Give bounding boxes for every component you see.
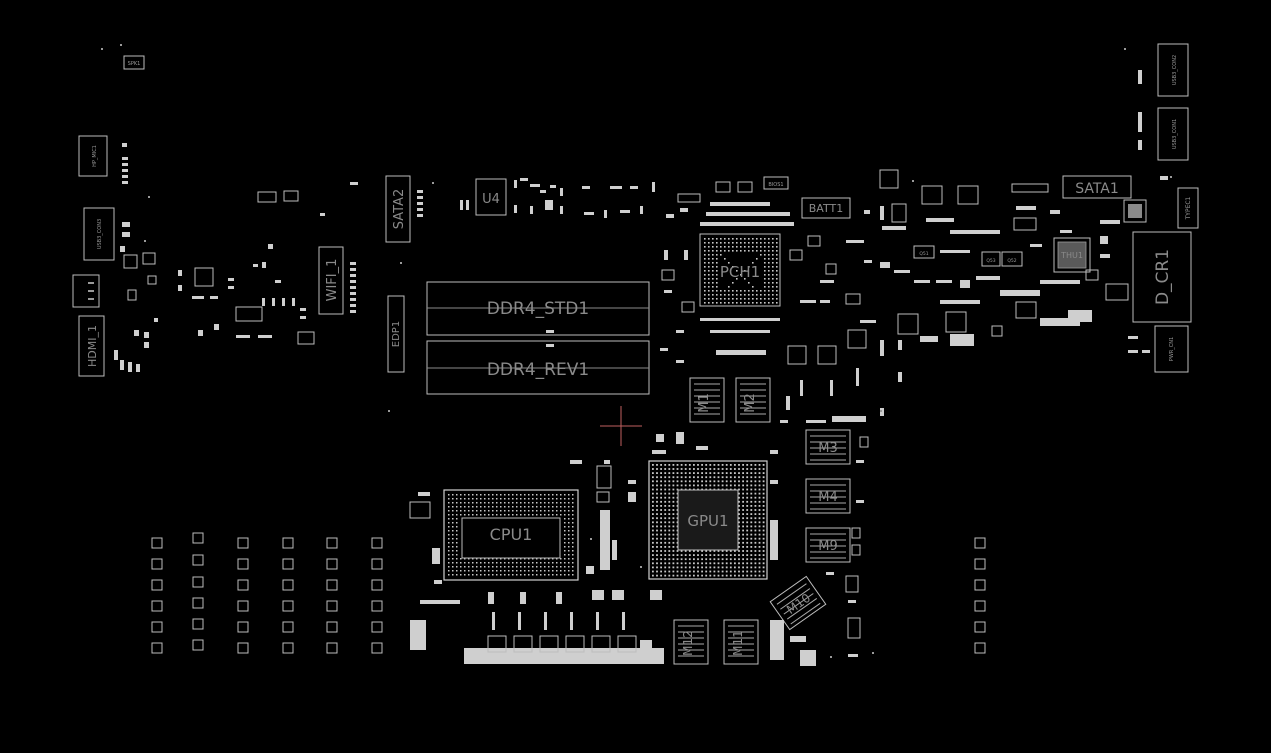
test-pad-array-right	[974, 537, 986, 654]
m3-label: M3	[818, 441, 838, 456]
sata1-label: SATA1	[1075, 181, 1119, 197]
m3-memory-chip[interactable]: M3	[805, 429, 851, 465]
cpu-gpu-passives	[409, 432, 816, 666]
batt1-label: BATT1	[809, 202, 843, 215]
scattered-vias	[101, 44, 1172, 658]
m-column-passives	[826, 436, 869, 657]
thu1-label: THU1	[1060, 251, 1083, 260]
ddr4-std1-slot[interactable]: DDR4_STD1	[426, 281, 650, 336]
vrm-inductor-row	[487, 612, 637, 653]
m9-memory-chip[interactable]: M9	[805, 527, 851, 563]
usb3-con2-connector[interactable]: USB3_CON2	[1138, 43, 1189, 97]
bios1-chip[interactable]: BIOS1	[763, 176, 789, 190]
ddr4-std1-label: DDR4_STD1	[487, 299, 589, 319]
m12-label: M12	[681, 630, 695, 656]
cpu1-chip[interactable]: CPU1	[443, 489, 579, 581]
u4-chip[interactable]: U4	[475, 178, 507, 216]
ddr4-rev1-label: DDR4_REV1	[487, 360, 589, 380]
q51-mosfet[interactable]: Q51	[913, 245, 935, 259]
sata1-connector[interactable]: SATA1	[1062, 175, 1132, 199]
audio-jack-connector[interactable]	[72, 274, 100, 308]
usb3-con2-label: USB3_CON2	[1172, 55, 1178, 85]
m2-memory-chip[interactable]: M2	[735, 377, 771, 423]
q53-label: Q53	[986, 258, 995, 264]
usb3-con3-label: USB3_CON3	[97, 219, 103, 249]
edp1-label: EDP1	[391, 321, 402, 347]
usb3-con1-label: USB3_CON1	[1172, 119, 1178, 149]
m11-label: M11	[731, 630, 745, 656]
q53-mosfet[interactable]: Q53	[981, 251, 1001, 267]
typec1-label: TYPEC1	[1185, 196, 1192, 220]
wifi-1-connector[interactable]: WIFI_1	[318, 246, 356, 315]
sata2-connector[interactable]: SATA2	[385, 175, 423, 243]
m12-memory-chip[interactable]: M12	[673, 619, 709, 665]
gpu1-chip[interactable]: GPU1	[648, 460, 768, 580]
m10-label: M10	[784, 591, 813, 617]
m2-label: M2	[743, 393, 758, 413]
pch1-chip[interactable]: PCH1	[699, 233, 781, 307]
d-cr1-card-reader[interactable]: D_CR1	[1132, 231, 1192, 323]
m1-memory-chip[interactable]: M1	[689, 377, 725, 423]
sata2-label: SATA2	[392, 189, 407, 229]
wifi-1-label: WIFI_1	[325, 259, 340, 302]
cursor-crosshair	[600, 406, 642, 446]
batt1-connector[interactable]: BATT1	[801, 197, 851, 219]
q52-label: Q52	[1007, 258, 1016, 264]
right-area-passives	[864, 169, 1168, 346]
usb3-con3-connector[interactable]: USB3_CON3	[83, 207, 130, 261]
spk1-label: SPK1	[128, 61, 141, 67]
u4-label: U4	[482, 192, 500, 207]
thu1-chip[interactable]: THU1	[1053, 237, 1091, 273]
pch-top-padrows	[700, 202, 794, 226]
typec1-connector[interactable]: TYPEC1	[1177, 187, 1199, 229]
d-cr1-label: D_CR1	[1153, 249, 1173, 305]
usb3-con1-connector[interactable]: USB3_CON1	[1138, 107, 1189, 161]
gpu1-label: GPU1	[687, 512, 728, 530]
m4-memory-chip[interactable]: M4	[805, 478, 851, 514]
ddr4-rev1-slot[interactable]: DDR4_REV1	[426, 340, 650, 395]
spk1-connector[interactable]: SPK1	[123, 55, 145, 70]
cpu1-label: CPU1	[490, 525, 533, 544]
m9-label: M9	[818, 539, 838, 554]
m1-label: M1	[697, 393, 712, 413]
pch1-label: PCH1	[720, 263, 760, 281]
m4-label: M4	[818, 490, 838, 505]
top-middle-passives	[460, 178, 753, 218]
hdmi-1-connector[interactable]: HDMI_1	[78, 315, 105, 377]
hp-mic1-connector[interactable]: HP_MIC1	[78, 135, 128, 184]
hp-mic1-label: HP_MIC1	[92, 145, 98, 167]
bios1-label: BIOS1	[768, 182, 783, 188]
pwr-cn1-connector[interactable]: PWR_CN1	[1128, 325, 1189, 373]
test-pad-array-left	[151, 532, 383, 654]
hdmi-1-label: HDMI_1	[86, 325, 99, 367]
pwr-cn1-label: PWR_CN1	[1169, 337, 1175, 361]
q51-label: Q51	[919, 251, 928, 257]
q52-mosfet[interactable]: Q52	[1001, 251, 1023, 267]
edp1-connector[interactable]: EDP1	[387, 295, 405, 373]
m11-memory-chip[interactable]: M11	[723, 619, 759, 665]
left-passives	[114, 182, 358, 372]
